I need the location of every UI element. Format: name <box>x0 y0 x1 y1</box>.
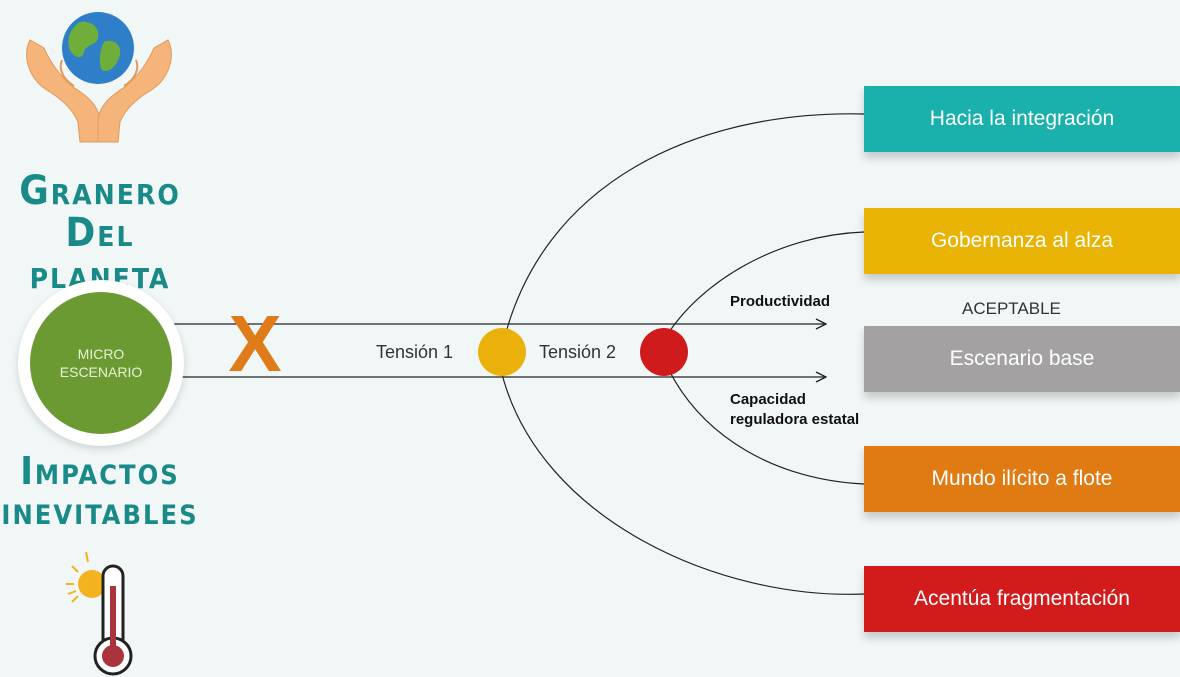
tension-2-circle <box>640 328 688 376</box>
branch-fragmentacion <box>501 373 865 595</box>
x-mark: X <box>228 299 282 388</box>
outcome-label: Gobernanza al alza <box>930 229 1114 252</box>
heading-granero-line1: Granero <box>19 168 181 214</box>
globe-hands-icon <box>26 12 172 143</box>
tension-1-circle <box>478 328 526 376</box>
sun-thermometer-icon <box>66 551 133 676</box>
outcome-label: Acentúa fragmentación <box>914 587 1130 610</box>
micro-scenario-circle: MICRO ESCENARIO <box>30 292 172 434</box>
tension-2-label: Tensión 2 <box>539 342 617 362</box>
capacidad-label: Capacidad reguladora estatal <box>730 390 859 429</box>
productividad-label: Productividad <box>730 293 831 310</box>
heading-granero: Granero Del planeta <box>0 170 200 296</box>
capacidad-label-line2: reguladora estatal <box>730 410 860 428</box>
outcome-escenario-base: Escenario base <box>864 326 1180 392</box>
capacidad-label-line1: Capacidad <box>730 391 806 408</box>
heading-impactos-line2: inevitables <box>1 488 199 533</box>
heading-impactos-line1: Impactos <box>20 449 180 493</box>
outcome-gobernanza-al-alza: Gobernanza al alza <box>864 208 1180 274</box>
branch-ilicito <box>663 359 865 485</box>
outcome-mundo-ilicito-a-flote: Mundo ilícito a flote <box>864 446 1180 512</box>
tension-1-label: Tensión 1 <box>376 342 454 362</box>
aceptable-label: ACEPTABLE <box>962 299 1061 318</box>
outcome-acentua-fragmentacion: Acentúa fragmentación <box>864 566 1180 632</box>
micro-label-line2: ESCENARIO <box>59 364 143 380</box>
outcome-label: Hacia la integración <box>929 107 1115 130</box>
branch-integracion <box>501 113 865 349</box>
branch-gobernanza <box>663 231 865 341</box>
micro-label-line1: MICRO <box>77 345 125 362</box>
outcome-hacia-la-integracion: Hacia la integración <box>864 86 1180 152</box>
outcome-label: Mundo ilícito a flote <box>931 467 1113 490</box>
heading-impactos: Impactos inevitables <box>0 449 200 533</box>
outcome-label: Escenario base <box>949 347 1095 370</box>
